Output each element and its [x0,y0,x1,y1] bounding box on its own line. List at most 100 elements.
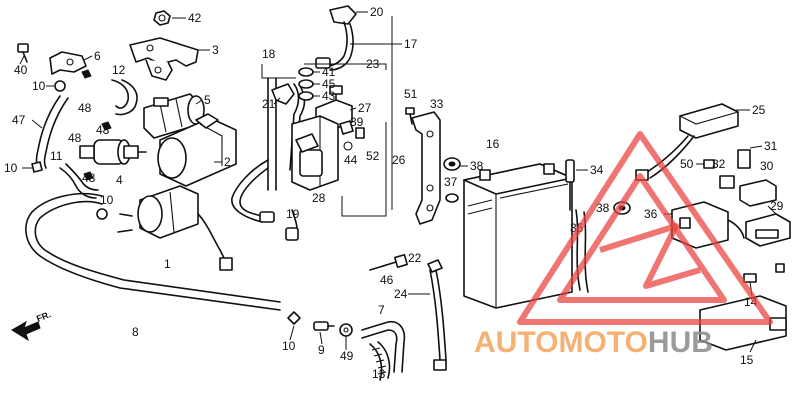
relay-5-icon [143,93,205,139]
callout-c38b: 38 [596,201,610,215]
callout-c13: 13 [372,367,386,381]
callout-c22: 22 [408,251,422,265]
callout-leader [349,107,357,111]
terminal-22-icon [427,259,443,273]
callout-c17: 17 [404,37,418,51]
callout-c25: 25 [752,103,766,117]
callout-c19: 19 [286,207,300,221]
callout-c8: 8 [132,325,139,339]
callout-c5: 5 [204,93,211,107]
callout-c27: 27 [358,101,372,115]
callout-c20: 20 [370,5,384,19]
callout-c38a: 38 [470,159,484,173]
callout-c43: 43 [322,89,336,103]
tube-7-icon [361,320,406,373]
callout-c48a: 48 [78,101,92,115]
callout-c11: 11 [50,149,63,163]
bracket-3-icon [129,37,199,81]
callout-c46: 46 [380,273,394,287]
callout-c24: 24 [394,287,408,301]
clip-10b-icon [31,161,43,173]
callout-c26: 26 [392,153,406,167]
callout-c48c: 48 [68,131,82,145]
callout-leader [19,55,25,65]
callout-leader [767,205,777,215]
bolt-40-icon [17,43,29,63]
bolt-51-icon [405,107,415,125]
callout-c10b: 10 [4,161,18,175]
cable-34-icon [565,159,575,211]
fuse-parts-icon [703,149,791,247]
callout-c21: 21 [262,97,276,111]
callout-c12: 12 [112,63,126,77]
callout-c18: 18 [262,47,276,61]
hose-12-icon [111,79,138,116]
callout-c37: 37 [444,175,458,189]
fasteners-39-44-52-icon [339,120,365,151]
callout-c50: 50 [680,157,694,171]
callout-c3: 3 [212,43,219,57]
hose-13-icon [369,341,391,381]
callout-c33: 33 [430,97,444,111]
callout-leader [273,97,281,105]
callout-c41: 41 [322,65,336,79]
callout-c48b: 48 [96,123,110,137]
callout-c30: 30 [760,159,774,173]
clip-10-icon [54,80,66,92]
callout-c39: 39 [350,115,364,129]
callout-c1: 1 [164,257,171,271]
front-arrow-icon [11,320,41,342]
callout-c47: 47 [12,113,26,127]
callout-leader [289,325,295,341]
callout-leader [749,339,757,353]
callout-leader [31,119,43,129]
callout-leader [319,331,323,345]
callout-c51: 51 [404,87,418,101]
callout-c2: 2 [224,155,231,169]
battery-16-icon [463,163,573,309]
callout-c40: 40 [14,63,28,77]
bolt-46-icon [369,254,408,271]
callout-c45: 45 [322,77,336,91]
callout-c7: 7 [378,303,385,317]
callout-c31: 31 [764,139,778,153]
callout-c48d: 48 [82,171,96,185]
callout-c49: 49 [340,349,354,363]
clip-10d-icon [287,311,301,325]
callout-c16: 16 [486,137,500,151]
cable-24-icon [429,269,447,371]
callout-leader [83,55,93,61]
washers-41-45-43-icon [298,67,314,101]
direction-label: FR. [35,309,52,324]
callout-c28: 28 [312,191,326,205]
callout-c10d: 10 [282,339,296,353]
connector-20-icon [315,5,357,71]
wire-harness-icon [231,77,306,241]
callout-leader [749,145,763,149]
washer-37-icon [445,193,459,203]
fuel-pump-1-icon [117,185,233,271]
screw-9-icon [313,321,335,331]
callout-leader [195,99,203,105]
clamp-6-icon [49,51,87,75]
callout-c4: 4 [116,173,123,187]
clip-48-icon [81,69,112,181]
callout-c34: 34 [590,163,604,177]
callout-c15: 15 [740,353,754,367]
nut-42-icon [153,10,171,26]
callout-c32: 32 [712,157,726,171]
fuel-filter-4-icon [79,139,147,165]
cover-2-icon [157,113,237,187]
callout-c42: 42 [188,11,202,25]
callout-c9: 9 [318,343,325,357]
relay-28-icon [291,115,339,191]
battery-bracket-33-icon [411,111,441,225]
callout-c6: 6 [94,49,101,63]
watermark-logo: AUTOMOTOHUB [474,131,773,359]
callout-c29: 29 [770,199,784,213]
clip-49-icon [339,323,353,337]
callout-c36: 36 [644,207,658,221]
grommet-38a-icon [443,157,461,171]
